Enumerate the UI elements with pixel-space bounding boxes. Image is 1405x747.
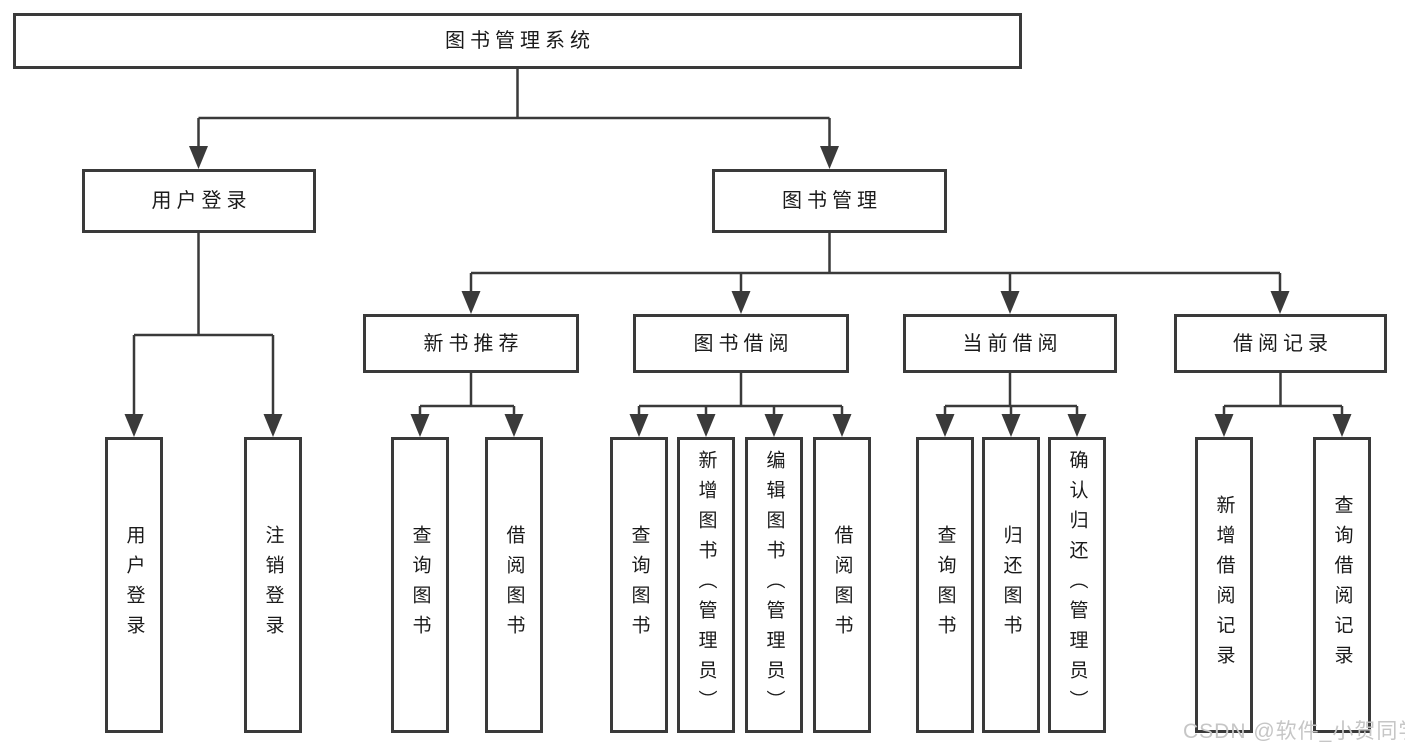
arrowhead-icon (764, 414, 784, 437)
node-records-query-record: 查询借阅记录 (1313, 437, 1371, 733)
arrowhead-icon (124, 414, 144, 437)
arrowhead-icon (263, 414, 283, 437)
node-recommend-query-book: 查询图书 (391, 437, 449, 733)
node-borrow-query-book: 查询图书 (610, 437, 668, 733)
node-current-return-book: 归还图书 (982, 437, 1040, 733)
node-book-borrow-label: 图书借阅 (693, 332, 794, 355)
node-recommend-query-book-label: 查询图书 (409, 525, 431, 645)
node-recommend-borrow-book: 借阅图书 (485, 437, 543, 733)
arrowhead-icon (461, 291, 481, 314)
watermark-text: CSDN @软件_小贺同学 (1183, 720, 1405, 743)
connector-userlogin-to-leaves (132, 233, 275, 417)
arrowhead-icon (832, 414, 852, 437)
node-current-confirm-return-label: 确认归还（管理员） (1066, 450, 1088, 720)
node-borrow-borrow-book-label: 借阅图书 (831, 525, 853, 645)
node-recommend-borrow-book-label: 借阅图书 (503, 525, 525, 645)
connector-borrow-to-leaves (637, 373, 844, 417)
arrowhead-icon (935, 414, 955, 437)
node-root: 图书管理系统 (13, 13, 1022, 69)
node-borrow-borrow-book: 借阅图书 (813, 437, 871, 733)
node-book-management-label: 图书管理 (782, 190, 882, 212)
node-records-add-record-label: 新增借阅记录 (1213, 495, 1235, 675)
node-borrow-add-book-label: 新增图书（管理员） (695, 450, 717, 720)
node-new-book-recommend: 新书推荐 (363, 314, 579, 373)
node-root-label: 图书管理系统 (445, 30, 595, 52)
node-current-query-book: 查询图书 (916, 437, 974, 733)
arrowhead-icon (1001, 414, 1021, 437)
arrowheads (124, 146, 1352, 437)
node-current-borrow-label: 当前借阅 (962, 332, 1063, 355)
node-records-add-record: 新增借阅记录 (1195, 437, 1253, 733)
arrowhead-icon (1000, 291, 1020, 314)
connector-current-to-leaves (943, 373, 1079, 417)
node-leaf-user-login-label: 用户登录 (123, 525, 145, 645)
connector-recommend-to-leaves (418, 373, 516, 417)
node-book-borrow: 图书借阅 (633, 314, 849, 373)
arrowhead-icon (731, 291, 751, 314)
node-new-book-recommend-label: 新书推荐 (423, 332, 524, 355)
node-current-return-book-label: 归还图书 (1000, 525, 1022, 645)
node-current-confirm-return: 确认归还（管理员） (1048, 437, 1106, 733)
node-current-borrow: 当前借阅 (903, 314, 1117, 373)
node-records-query-record-label: 查询借阅记录 (1331, 495, 1353, 675)
connector-bookmgmt-to-level3 (469, 233, 1282, 295)
arrowhead-icon (410, 414, 430, 437)
node-user-login-label: 用户登录 (151, 190, 252, 212)
node-borrow-edit-book-label: 编辑图书（管理员） (763, 450, 785, 720)
connector-root-to-level2 (197, 69, 831, 150)
node-borrow-records: 借阅记录 (1174, 314, 1387, 373)
arrowhead-icon (629, 414, 649, 437)
arrowhead-icon (696, 414, 716, 437)
node-borrow-add-book: 新增图书（管理员） (677, 437, 735, 733)
node-borrow-records-label: 借阅记录 (1233, 332, 1333, 355)
arrowhead-icon (1214, 414, 1234, 437)
arrowhead-icon (1067, 414, 1087, 437)
node-leaf-logout-label: 注销登录 (262, 525, 284, 645)
node-borrow-edit-book: 编辑图书（管理员） (745, 437, 803, 733)
node-current-query-book-label: 查询图书 (934, 525, 956, 645)
node-leaf-logout: 注销登录 (244, 437, 302, 733)
connector-records-to-leaves (1222, 373, 1344, 417)
arrowhead-icon (1270, 291, 1290, 314)
node-user-login: 用户登录 (82, 169, 316, 233)
node-borrow-query-book-label: 查询图书 (628, 525, 650, 645)
arrowhead-icon (504, 414, 524, 437)
arrowhead-icon (189, 146, 208, 169)
node-book-management: 图书管理 (712, 169, 947, 233)
arrowhead-icon (1332, 414, 1352, 437)
arrowhead-icon (820, 146, 839, 169)
node-leaf-user-login: 用户登录 (105, 437, 163, 733)
